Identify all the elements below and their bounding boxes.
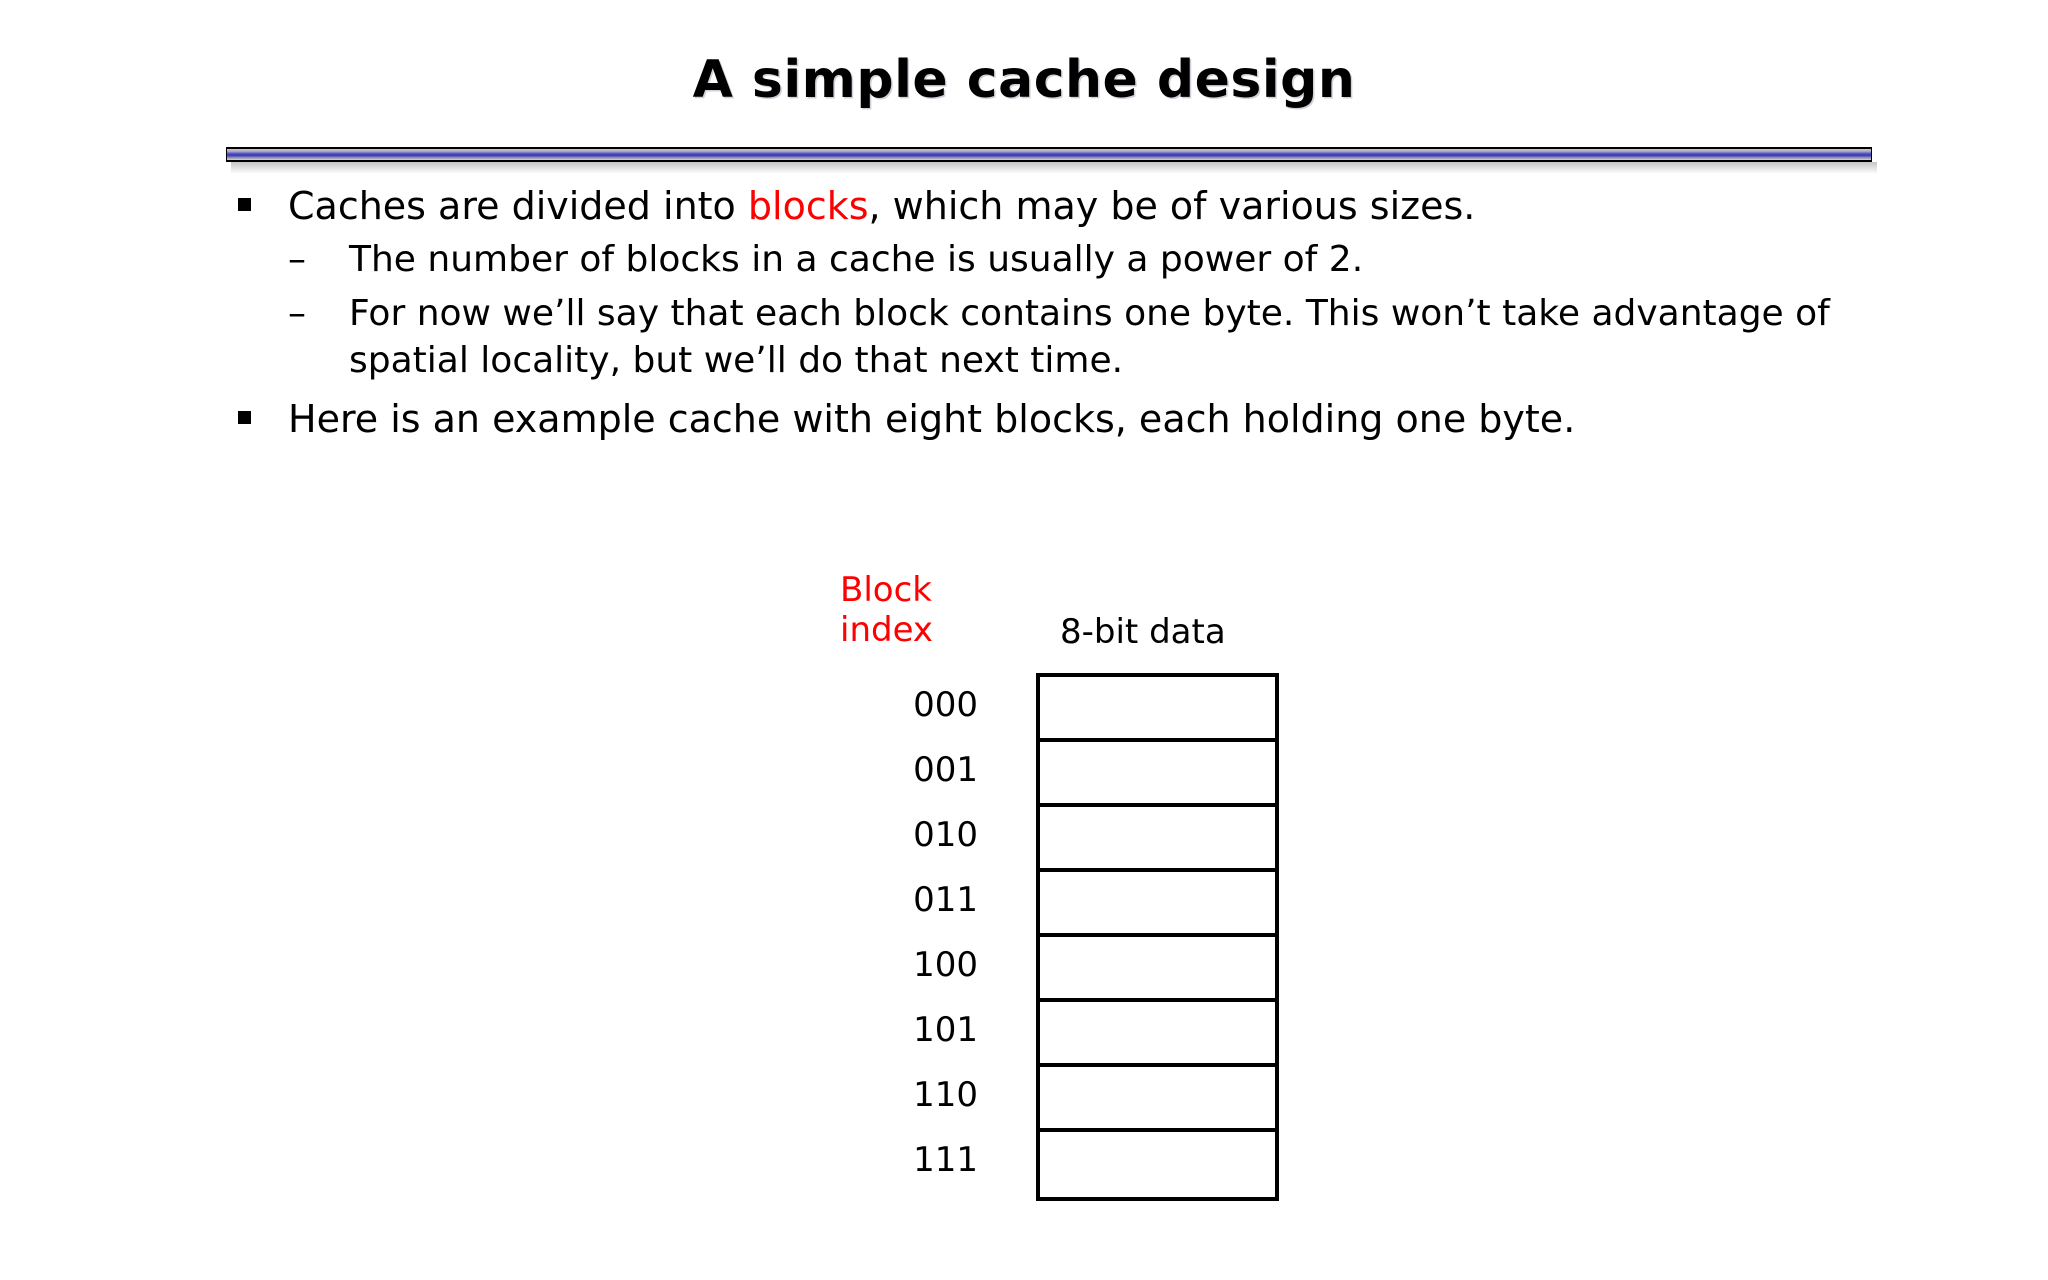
block-index-cell: 111 xyxy=(913,1140,978,1180)
cache-data-row[interactable] xyxy=(1040,1067,1275,1132)
cache-data-row[interactable] xyxy=(1040,937,1275,1002)
block-index-cell: 001 xyxy=(913,750,978,790)
block-index-cell: 000 xyxy=(913,685,978,725)
bullet-1-highlight-blocks: blocks xyxy=(747,184,869,228)
bullet-1-text-a: Caches are divided into xyxy=(288,184,748,228)
sub-bullet-list-1: – The number of blocks in a cache is usu… xyxy=(226,237,1926,385)
title-divider-bar xyxy=(226,147,1872,162)
cache-data-row[interactable] xyxy=(1040,807,1275,872)
cache-data-row[interactable] xyxy=(1040,742,1275,807)
sub-bullet-1-2-text: For now we’ll say that each block contai… xyxy=(349,293,1830,382)
sub-bullet-1-1-text: The number of blocks in a cache is usual… xyxy=(349,238,1364,280)
cache-data-row[interactable] xyxy=(1040,677,1275,742)
bullet-item-1: Caches are divided into blocks, which ma… xyxy=(226,182,1926,231)
cache-data-row[interactable] xyxy=(1040,872,1275,937)
title-divider xyxy=(226,147,1877,174)
slide-body: Caches are divided into blocks, which ma… xyxy=(226,182,1926,446)
sub-bullet-item-1-1: – The number of blocks in a cache is usu… xyxy=(226,237,1926,284)
block-index-cell: 101 xyxy=(913,1010,978,1050)
dash-bullet-icon: – xyxy=(288,238,306,280)
square-bullet-icon xyxy=(238,198,251,211)
bullet-item-2: Here is an example cache with eight bloc… xyxy=(226,395,1926,444)
cache-data-row[interactable] xyxy=(1040,1132,1275,1197)
bullet-1-text-b: , which may be of various sizes. xyxy=(868,184,1476,228)
slide-title: A simple cache design xyxy=(692,50,1356,110)
cache-data-row[interactable] xyxy=(1040,1002,1275,1067)
square-bullet-icon xyxy=(238,411,251,425)
block-index-cell: 011 xyxy=(913,880,978,920)
cache-data-table xyxy=(1036,673,1279,1201)
block-index-cell: 010 xyxy=(913,815,978,855)
bullet-2-text: Here is an example cache with eight bloc… xyxy=(288,397,1576,442)
title-divider-shadow xyxy=(231,162,1877,174)
sub-bullet-item-1-2: – For now we’ll say that each block cont… xyxy=(226,291,1926,385)
block-index-header: Block index xyxy=(840,570,1000,650)
block-index-cell: 110 xyxy=(913,1075,978,1115)
block-index-header-line1: Block xyxy=(840,570,932,610)
dash-bullet-icon: – xyxy=(288,293,306,335)
block-index-cell: 100 xyxy=(913,945,978,985)
data-column-header: 8-bit data xyxy=(1060,612,1226,652)
block-index-column: 000 001 010 011 100 101 110 111 xyxy=(820,673,1000,1193)
block-index-header-line2: index xyxy=(840,610,934,651)
